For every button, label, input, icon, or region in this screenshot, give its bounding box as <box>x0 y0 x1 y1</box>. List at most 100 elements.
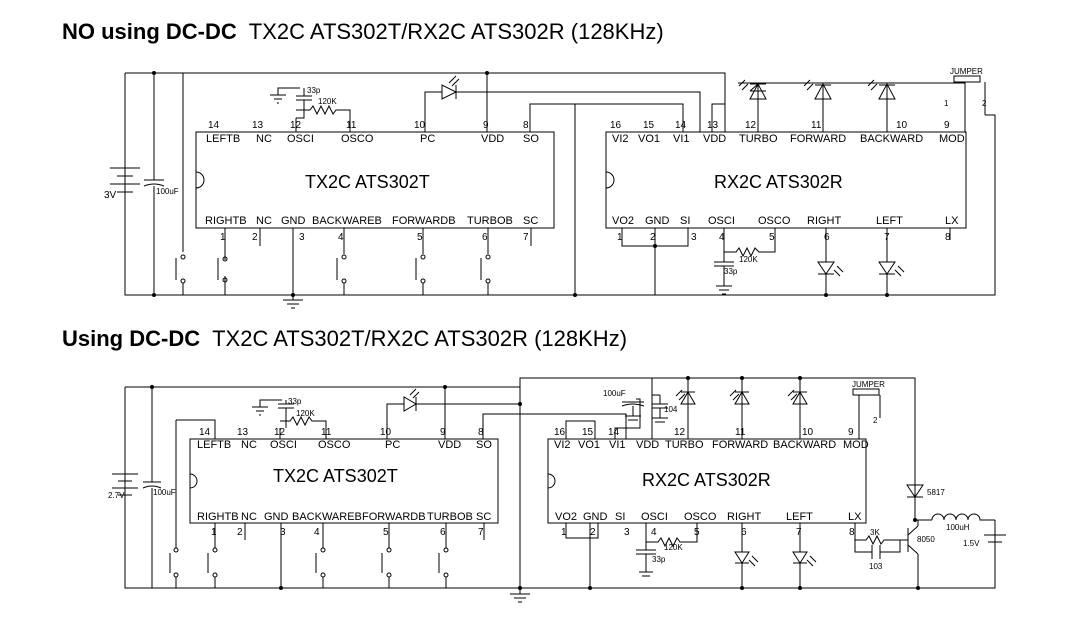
svg-text:7: 7 <box>796 527 802 538</box>
battery-3v-label: 3V <box>104 190 117 201</box>
tx-top-pin-names: LEFTB NC OSCI OSCO PC VDD SO <box>206 133 539 145</box>
svg-text:MOD: MOD <box>939 133 965 145</box>
svg-text:14: 14 <box>199 427 211 438</box>
svg-text:VI2: VI2 <box>612 133 629 145</box>
svg-text:2: 2 <box>237 527 243 538</box>
svg-text:GND: GND <box>583 511 608 523</box>
diode-5817-label: 5817 <box>927 488 945 497</box>
svg-text:BACKWARD: BACKWARD <box>860 133 923 145</box>
svg-text:FORWARDB: FORWARDB <box>392 215 456 227</box>
svg-text:VDD: VDD <box>481 133 504 145</box>
battery-27v-label: 2.7V <box>108 491 125 500</box>
svg-text:16: 16 <box>554 427 566 438</box>
svg-text:GND: GND <box>264 511 289 523</box>
svg-text:1: 1 <box>944 99 949 108</box>
svg-text:LEFTB: LEFTB <box>197 439 231 451</box>
svg-text:14: 14 <box>675 120 687 131</box>
rx-top-pin-nums: 16 15 14 13 12 11 10 9 <box>610 120 950 131</box>
res-120k-label: 120K <box>318 97 337 106</box>
svg-text:9: 9 <box>848 427 854 438</box>
svg-text:8: 8 <box>523 120 529 131</box>
svg-text:5: 5 <box>417 232 423 243</box>
svg-text:11: 11 <box>346 120 357 131</box>
rx-bottom-pin-names: VO2 GND SI OSCI OSCO RIGHT LEFT LX <box>612 215 959 227</box>
svg-text:BACKWAREB: BACKWAREB <box>292 511 362 523</box>
res-3k-label: 3K <box>870 528 880 537</box>
svg-text:VI2: VI2 <box>554 439 571 451</box>
svg-text:SI: SI <box>615 511 625 523</box>
svg-text:2: 2 <box>873 416 878 425</box>
svg-text:7: 7 <box>478 527 484 538</box>
svg-text:VDD: VDD <box>438 439 461 451</box>
svg-text:GND: GND <box>645 215 670 227</box>
tx-bottom-pin-nums: 1 2 3 4 5 6 7 <box>220 232 529 243</box>
svg-text:VO2: VO2 <box>555 511 577 523</box>
svg-text:BACKWARD: BACKWARD <box>773 439 836 451</box>
tx-chip-label: TX2C ATS302T <box>305 172 430 192</box>
tx-bottom-pin-names: RIGHTB NC GND BACKWAREB FORWARDB TURBOB … <box>205 215 538 227</box>
svg-text:TURBO: TURBO <box>665 439 704 451</box>
svg-text:SC: SC <box>476 511 491 523</box>
svg-text:10: 10 <box>802 427 814 438</box>
svg-text:9: 9 <box>483 120 489 131</box>
svg-text:OSCI: OSCI <box>641 511 668 523</box>
svg-text:9: 9 <box>440 427 446 438</box>
svg-text:100uF: 100uF <box>153 488 176 497</box>
svg-text:FORWARD: FORWARD <box>790 133 846 145</box>
svg-text:11: 11 <box>735 427 746 438</box>
svg-text:4: 4 <box>651 527 657 538</box>
svg-text:120K: 120K <box>739 255 758 264</box>
svg-text:1: 1 <box>617 232 623 243</box>
svg-text:2: 2 <box>590 527 596 538</box>
svg-text:OSCO: OSCO <box>341 133 374 145</box>
rx-chip-label: RX2C ATS302R <box>714 172 843 192</box>
svg-text:OSCO: OSCO <box>318 439 351 451</box>
svg-text:3: 3 <box>280 527 286 538</box>
svg-text:NC: NC <box>241 511 257 523</box>
svg-text:LEFT: LEFT <box>786 511 813 523</box>
svg-text:1: 1 <box>561 527 567 538</box>
svg-text:33p: 33p <box>652 555 666 564</box>
svg-text:8: 8 <box>849 527 855 538</box>
svg-text:OSCI: OSCI <box>287 133 314 145</box>
svg-text:12: 12 <box>674 427 686 438</box>
svg-text:1: 1 <box>220 232 226 243</box>
svg-text:TX2C ATS302T: TX2C ATS302T <box>273 466 398 486</box>
svg-text:9: 9 <box>944 120 950 131</box>
svg-text:14: 14 <box>208 120 220 131</box>
svg-text:4: 4 <box>719 232 725 243</box>
svg-text:LEFT: LEFT <box>876 215 903 227</box>
schematic-bottom: TX2C ATS302T RX2C ATS302R LEFTB NC OSCI … <box>108 376 1006 603</box>
svg-text:VDD: VDD <box>703 133 726 145</box>
svg-text:13: 13 <box>252 120 264 131</box>
svg-text:PC: PC <box>420 133 435 145</box>
svg-text:5: 5 <box>769 232 775 243</box>
svg-text:5: 5 <box>383 527 389 538</box>
svg-text:12: 12 <box>745 120 757 131</box>
cap-100uf-label: 100uF <box>156 187 179 196</box>
tx-top-pin-nums: 14 13 12 11 10 9 8 <box>208 120 529 131</box>
svg-text:6: 6 <box>824 232 830 243</box>
svg-text:NC: NC <box>256 133 272 145</box>
svg-text:LX: LX <box>848 511 862 523</box>
svg-text:7: 7 <box>523 232 529 243</box>
svg-text:4: 4 <box>338 232 344 243</box>
svg-text:11: 11 <box>811 120 822 131</box>
svg-text:6: 6 <box>440 527 446 538</box>
svg-text:GND: GND <box>281 215 306 227</box>
svg-text:8: 8 <box>478 427 484 438</box>
schematic-top: TX2C ATS302T RX2C ATS302R LEFTB NC OSCI … <box>104 67 996 309</box>
svg-text:2: 2 <box>650 232 656 243</box>
svg-text:RIGHTB: RIGHTB <box>205 215 247 227</box>
svg-text:RX2C ATS302R: RX2C ATS302R <box>642 470 771 490</box>
svg-text:2: 2 <box>252 232 258 243</box>
transistor-label: 8050 <box>917 535 935 544</box>
svg-text:6: 6 <box>741 527 747 538</box>
jumper-top <box>953 75 981 83</box>
svg-text:8: 8 <box>945 232 951 243</box>
svg-text:RIGHT: RIGHT <box>807 215 842 227</box>
svg-text:16: 16 <box>610 120 622 131</box>
